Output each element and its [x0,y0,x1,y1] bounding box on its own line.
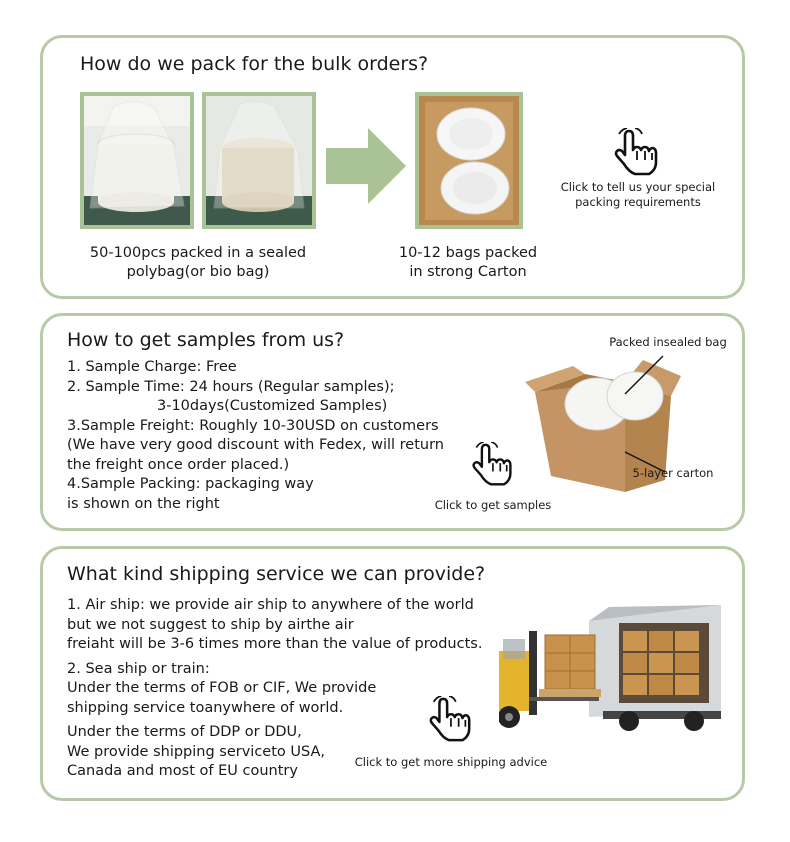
carton-caption: 10-12 bags packed in strong Carton [388,244,548,282]
air-ship-line-1: 1. Air ship: we provide air ship to anyw… [67,597,474,613]
packing-cta-line-1[interactable]: Click to tell us your special [560,180,716,194]
shipping-list: 1. Air ship: we provide air ship to anyw… [67,596,482,782]
sample-packing-line-1: 4.Sample Packing: packaging way [67,476,314,492]
shipping-cta[interactable]: Click to get more shipping advice [354,755,548,769]
fob-line-1: Under the terms of FOB or CIF, We provid… [67,680,377,696]
samples-list: 1. Sample Charge: Free 2. Sample Time: 2… [67,358,444,514]
air-ship-line-2: but we not suggest to ship by airthe air [67,616,354,633]
shipping-title: What kind shipping service we can provid… [67,563,486,585]
ddp-line-3: Canada and most of EU country [67,763,298,779]
sample-carton-photo [525,352,685,492]
carton-photo [415,92,523,229]
pointing-hand-icon[interactable] [469,441,515,488]
samples-cta[interactable]: Click to get samples [434,498,552,512]
carton-caption-line-1: 10-12 bags packed [398,245,538,261]
packing-cta-line-2[interactable]: packing requirements [575,195,701,209]
sample-freight-note-2: the freight once order placed.) [67,456,290,473]
polybag-photo-1 [80,92,194,229]
pointing-hand-icon[interactable] [611,127,661,178]
air-ship-line-3: freiaht will be 3-6 times more than the … [67,636,483,652]
shipping-panel: What kind shipping service we can provid… [40,546,745,801]
ddp-line-1: Under the terms of DDP or DDU, [67,724,302,740]
sample-packing-line-2: is shown on the right [67,495,220,512]
packing-panel: How do we pack for the bulk orders? [40,35,745,299]
samples-title: How to get samples from us? [67,329,345,351]
bag-label: Packed insealed bag [609,335,727,349]
packing-title: How do we pack for the bulk orders? [80,53,429,75]
sample-freight-note-1: (We have very good discount with Fedex, … [67,437,444,453]
carton-caption-line-2: in strong Carton [409,264,527,280]
pointing-hand-icon[interactable] [426,695,474,744]
sample-freight-line: 3.Sample Freight: Roughly 10-30USD on cu… [67,417,439,434]
ddp-line-2: We provide shipping serviceto USA, [67,743,326,760]
carton-label: 5-layer carton [632,466,714,480]
polybag-caption-line-1: 50-100pcs packed in a sealed [89,245,307,261]
truck-forklift-photo [498,601,725,733]
sea-ship-line: 2. Sea ship or train: [67,660,210,677]
sample-time-custom-line: 3-10days(Customized Samples) [157,398,388,414]
right-arrow-icon [326,128,406,204]
polybag-caption-line-2: polybag(or bio bag) [126,264,270,280]
polybag-caption: 50-100pcs packed in a sealed polybag(or … [73,244,323,282]
sample-charge-line: 1. Sample Charge: Free [67,359,237,375]
samples-panel: How to get samples from us? 1. Sample Ch… [40,313,745,531]
sample-time-line: 2. Sample Time: 24 hours (Regular sample… [67,378,395,395]
packing-cta[interactable]: Click to tell us your special packing re… [548,180,728,210]
fob-line-2: shipping service toanywhere of world. [67,699,344,716]
polybag-photo-2 [202,92,316,229]
